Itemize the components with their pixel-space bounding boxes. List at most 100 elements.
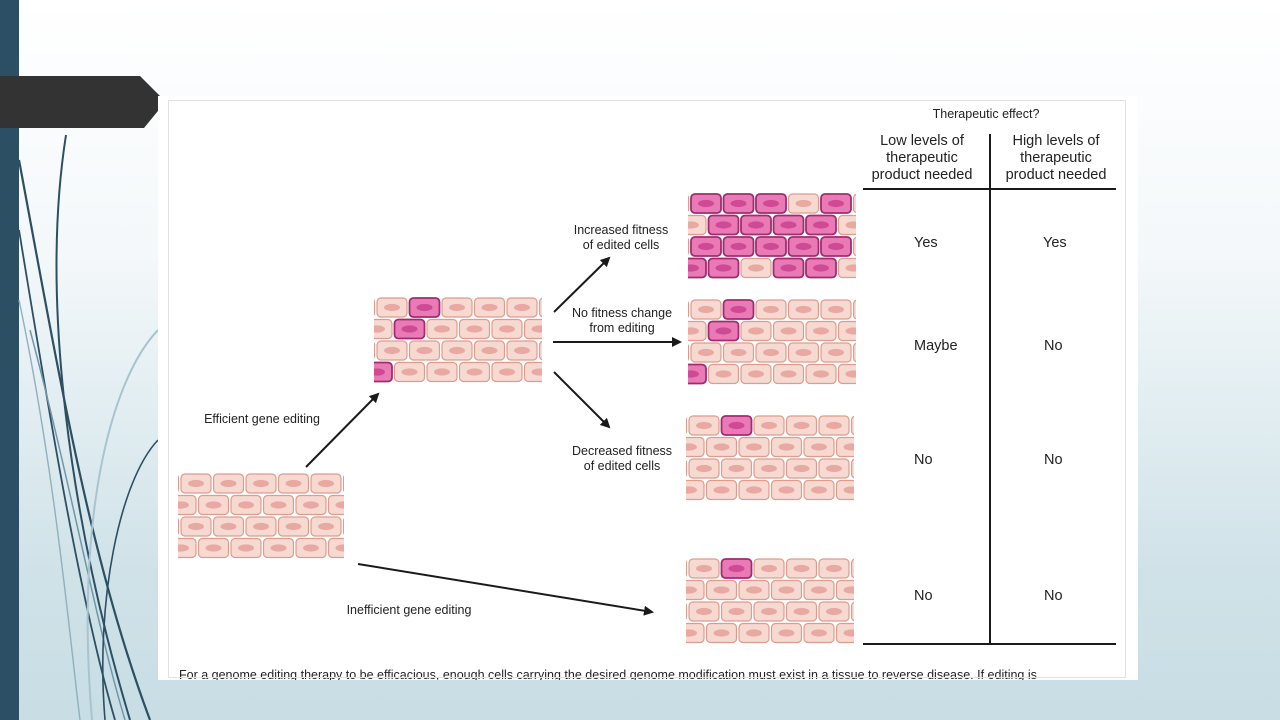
cell-nucleus [188,522,204,531]
therapeutic-effect-title: Therapeutic effect? [932,107,1040,121]
cell-nucleus [238,501,254,509]
unedited-cell [330,320,360,339]
cell-nucleus [351,480,367,487]
unedited-cell [330,363,360,382]
cell-nucleus [811,586,827,594]
cell-nucleus [826,564,842,573]
cell-nucleus [514,346,530,355]
unedited-cell [869,438,899,457]
cell-nucleus [383,523,399,530]
cell-nucleus [893,200,909,207]
cell-nucleus [158,523,172,530]
unedited-cell [688,301,690,318]
label-no-fitness-change: No fitness change from editing [554,306,690,336]
title-tab [0,76,162,128]
unedited-cell [686,417,688,434]
cell-nucleus [813,370,829,378]
cell-nucleus [401,368,418,376]
cell-nucleus [531,325,542,333]
cell-nucleus [270,501,287,509]
cell-nucleus [780,221,797,229]
cell-nucleus [449,346,465,355]
cell-nucleus [795,305,812,314]
cell-nucleus [337,368,353,375]
unedited-cell [850,458,854,479]
unedited-cell [869,481,899,500]
cell-nucleus [861,243,877,250]
cell-nucleus [270,544,287,552]
label-decreased-fitness: Decreased fitness of edited cells [554,444,690,474]
unedited-cell [852,236,856,257]
row1-low: Yes [914,235,938,251]
cell-nucleus [876,586,892,593]
cell-nucleus [878,370,894,377]
cell-nucleus [793,464,810,473]
cell-nucleus [205,501,222,509]
cell-nucleus [843,443,854,451]
cell-nucleus [778,629,795,637]
cell-nucleus [514,303,530,312]
cell-nucleus [158,480,172,487]
unedited-cell [688,195,690,212]
cell-nucleus [891,608,907,615]
cell-nucleus [891,422,907,429]
cell-nucleus [845,327,856,335]
unedited-cell [850,558,854,579]
cell-nucleus [713,629,730,637]
cell-nucleus [828,199,844,208]
cell-nucleus [579,347,595,354]
cell-nucleus [748,327,764,335]
cell-nucleus [303,544,319,552]
label-efficient-editing: Efficient gene editing [204,412,320,426]
unedited-cell [686,560,688,577]
unedited-cell [642,481,672,500]
cell-nucleus [893,349,909,356]
cell-nucleus [728,464,745,473]
cell-nucleus [778,486,795,494]
cell-nucleus [845,370,856,378]
cell-nucleus [688,221,699,229]
cell-nucleus [416,346,433,355]
cell-nucleus [811,629,827,637]
cell-nucleus [861,200,877,207]
header-low-line1: Low levels of [880,133,964,149]
unedited-cell [158,539,164,558]
cell-nucleus [845,264,856,272]
cell-nucleus [778,586,795,594]
unedited-cell [686,603,688,620]
cell-nucleus [651,264,667,271]
unedited-cell [886,237,916,256]
cell-nucleus [253,522,269,531]
cell-nucleus [878,264,894,271]
cell-nucleus [466,368,483,376]
cell-nucleus [793,421,810,430]
row3-high: No [1044,452,1063,468]
unedited-cell [886,300,916,319]
cell-nucleus [205,544,222,552]
cell-nucleus [384,303,400,312]
cell-nucleus [666,200,682,207]
unedited-cell [884,459,914,478]
cell-nucleus [843,586,854,594]
unedited-cell [342,475,344,492]
figure-caption: For a genome editing therapy to be effic… [179,668,1037,680]
cell-nucleus [499,368,515,376]
cell-nucleus [318,479,334,488]
cell-nucleus [763,305,779,314]
cell-nucleus [713,443,730,451]
cell-nucleus [178,501,189,509]
cell-nucleus [763,242,779,251]
unedited-cell [642,581,672,600]
unedited-cell [886,194,916,213]
row3-low: No [914,452,933,468]
cell-nucleus [666,349,682,356]
cell-nucleus [384,346,400,355]
arrow-inefficient [357,563,654,616]
cell-nucleus [728,421,745,430]
unedited-cell [871,259,901,278]
cell-nucleus [686,486,697,494]
arrow-decreased [553,371,611,429]
cell-nucleus [352,304,368,311]
unedited-cell [869,624,899,643]
cell-nucleus [481,346,498,355]
